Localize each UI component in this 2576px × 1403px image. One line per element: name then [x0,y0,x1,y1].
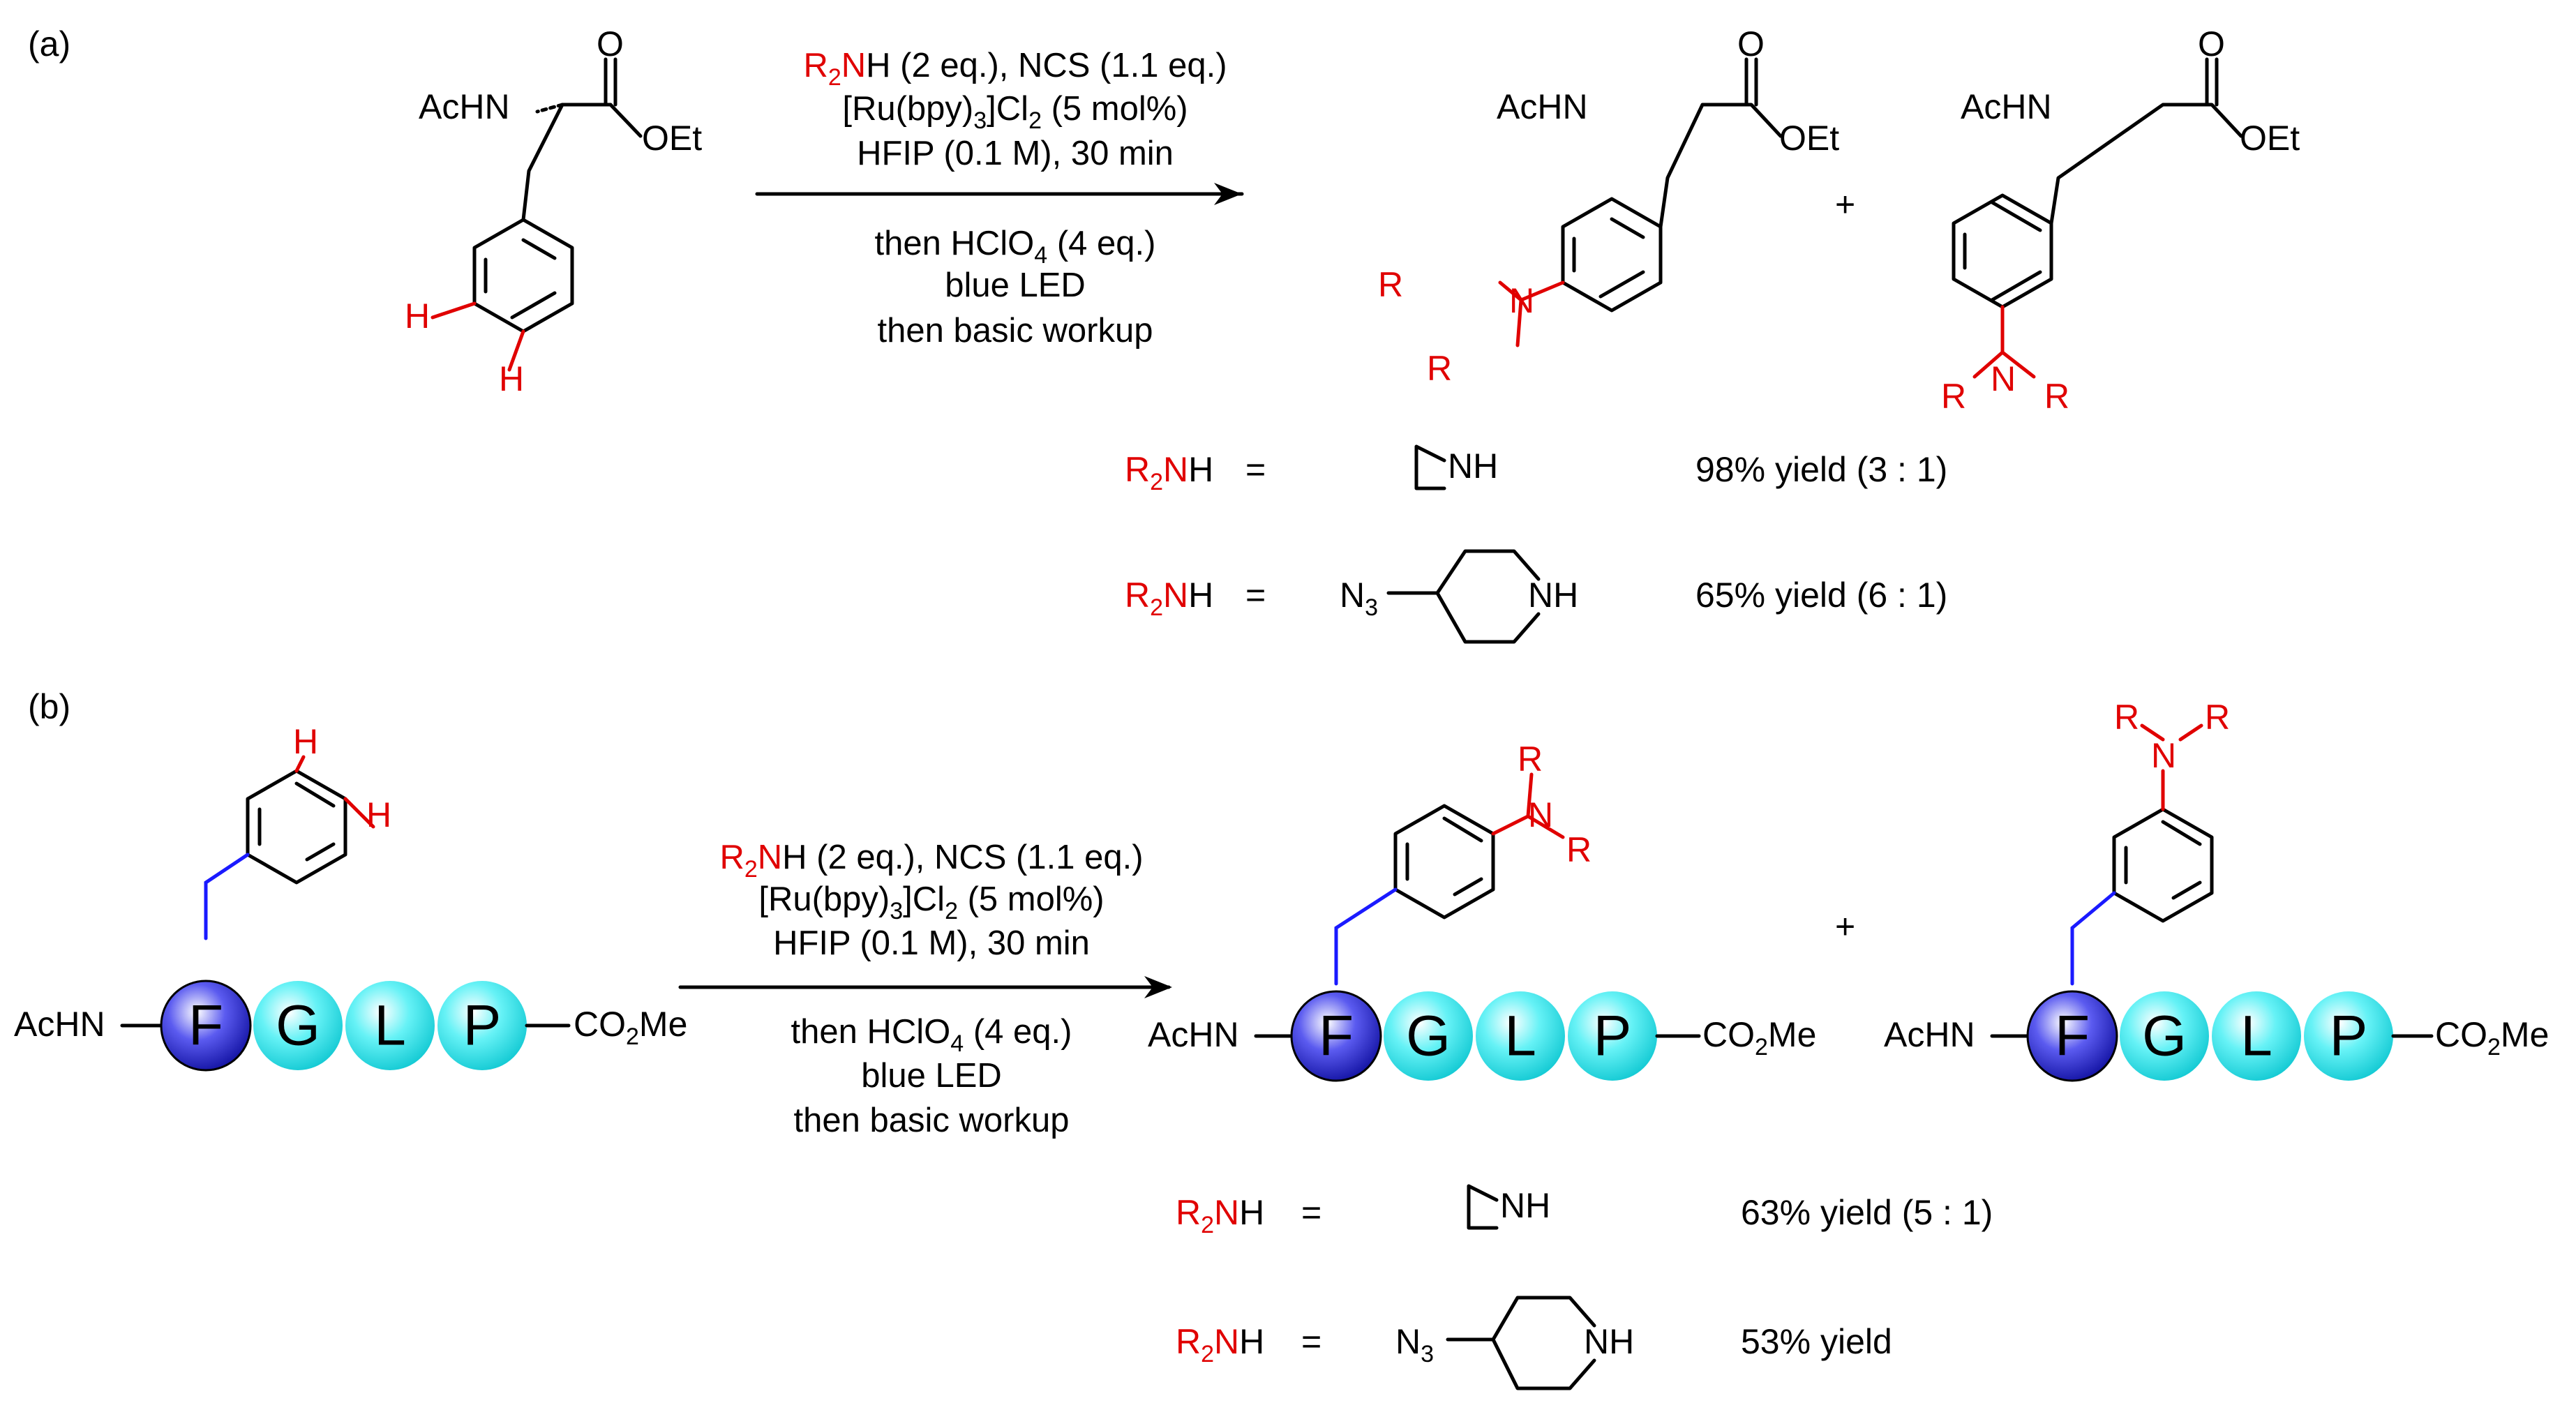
carbonyl-o-label: O [597,24,624,63]
substrate-a: AcHN O OEt H H [405,24,702,398]
svg-text:N: N [2151,736,2176,775]
svg-text:R: R [2044,377,2069,416]
amide-label: AcHN [419,87,510,126]
svg-text:HFIP (0.1 M), 30 min: HFIP (0.1 M), 30 min [857,135,1174,172]
svg-text:blue LED: blue LED [861,1057,1002,1095]
azetidine-ring [1414,444,1446,490]
residue-P-circle [437,981,527,1070]
svg-text:R: R [2205,698,2230,737]
svg-text:R: R [1566,830,1592,869]
svg-text:NH: NH [1500,1186,1550,1225]
svg-text:P: P [2330,1005,2368,1068]
amine-row-a1: R2NH = NH 98% yield (3 : 1) [1125,444,1947,495]
svg-text:53% yield: 53% yield [1741,1322,1892,1361]
svg-text:R: R [1378,265,1403,304]
svg-text:OEt: OEt [1779,119,1839,158]
substrate-peptide-b: H H AcHN F G L P CO2Me [14,722,687,1072]
svg-text:R: R [1427,349,1452,388]
svg-text:N: N [1509,281,1534,320]
svg-text:=: = [1301,1193,1321,1232]
svg-text:O: O [1737,24,1765,63]
svg-text:AcHN: AcHN [1148,1015,1239,1054]
svg-text:H: H [293,722,318,761]
svg-text:R2NH: R2NH [1176,1322,1264,1367]
svg-text:AcHN: AcHN [1961,87,2052,126]
svg-text:L: L [2240,1005,2272,1068]
svg-text:R2NH: R2NH [1176,1193,1264,1238]
residue-L-circle [345,981,435,1070]
svg-text:O: O [2198,24,2225,63]
svg-text:CO2Me: CO2Me [1702,1015,1816,1060]
svg-text:R2NH (2 eq.), NCS (1.1 eq.): R2NH (2 eq.), NCS (1.1 eq.) [803,47,1227,91]
svg-text:R2NH (2 eq.), NCS (1.1 eq.): R2NH (2 eq.), NCS (1.1 eq.) [719,839,1143,883]
svg-text:then basic workup: then basic workup [794,1102,1070,1139]
svg-text:G: G [276,994,320,1058]
svg-text:P: P [1594,1005,1632,1068]
amine-row-b1: R2NH = NH 63% yield (5 : 1) [1176,1184,1993,1238]
svg-text:CO2Me: CO2Me [574,1005,687,1050]
h-meta-label: H [499,359,524,398]
panel-b-label: (b) [28,687,70,726]
svg-text:L: L [374,994,406,1058]
svg-text:=: = [1301,1322,1321,1361]
product-meta-peptide-b: N R R AcHN F G L P CO2Me [1884,698,2549,1082]
ester-label: OEt [642,119,702,158]
svg-text:AcHN: AcHN [1884,1015,1975,1054]
svg-text:R2NH: R2NH [1125,576,1213,621]
svg-text:H: H [366,795,391,834]
product-para-peptide-b: N R R AcHN F G L P CO2Me [1148,740,1816,1082]
svg-text:R2NH: R2NH [1125,450,1213,495]
svg-text:AcHN: AcHN [14,1005,105,1044]
svg-text:then HClO4 (4 eq.): then HClO4 (4 eq.) [791,1013,1072,1057]
residue-F-circle [160,980,252,1072]
svg-text:=: = [1245,450,1266,489]
svg-text:[Ru(bpy)3]Cl2 (5 mol%): [Ru(bpy)3]Cl2 (5 mol%) [842,90,1188,134]
svg-text:63% yield (5 : 1): 63% yield (5 : 1) [1741,1193,1993,1232]
svg-text:NH: NH [1528,576,1578,615]
conditions-b: R2NH (2 eq.), NCS (1.1 eq.) [Ru(bpy)3]Cl… [678,839,1172,1139]
svg-text:NH: NH [1584,1322,1634,1361]
svg-text:NH: NH [1448,447,1498,486]
h-para-label: H [405,297,430,336]
svg-text:N: N [1991,359,2016,398]
svg-text:R: R [1518,740,1543,779]
svg-text:[Ru(bpy)3]Cl2 (5 mol%): [Ru(bpy)3]Cl2 (5 mol%) [758,880,1104,924]
svg-text:N3: N3 [1395,1322,1434,1367]
svg-text:98% yield (3 : 1): 98% yield (3 : 1) [1695,450,1947,489]
svg-text:L: L [1504,1005,1536,1068]
piperidine-ring [1386,549,1541,644]
svg-text:=: = [1245,576,1266,615]
svg-text:G: G [1406,1005,1451,1068]
svg-text:blue LED: blue LED [945,267,1086,304]
svg-text:N3: N3 [1340,576,1378,621]
plus-a: + [1835,185,1855,224]
svg-text:HFIP (0.1 M), 30 min: HFIP (0.1 M), 30 min [773,924,1090,962]
svg-text:F: F [188,994,223,1058]
residue-G-circle [253,981,343,1070]
svg-text:AcHN: AcHN [1497,87,1588,126]
svg-text:then basic workup: then basic workup [878,312,1153,350]
svg-text:P: P [463,994,502,1058]
svg-text:65% yield (6 : 1): 65% yield (6 : 1) [1695,576,1947,615]
svg-text:then HClO4 (4 eq.): then HClO4 (4 eq.) [875,225,1156,269]
amine-row-b2: R2NH = N3 NH 53% yield [1176,1296,1892,1390]
amine-row-a2: R2NH = N3 NH 65% yield (6 : 1) [1125,549,1947,644]
conditions-a: R2NH (2 eq.), NCS (1.1 eq.) [Ru(bpy)3]Cl… [755,47,1244,350]
plus-b: + [1835,907,1855,946]
svg-text:OEt: OEt [2240,119,2300,158]
panel-a-label: (a) [28,24,70,63]
product-meta-a: AcHN O OEt N R R [1941,24,2300,416]
svg-text:R: R [2114,698,2139,737]
svg-text:CO2Me: CO2Me [2435,1015,2549,1060]
svg-text:F: F [2055,1005,2090,1068]
svg-text:F: F [1319,1005,1354,1068]
svg-text:G: G [2142,1005,2187,1068]
svg-text:N: N [1528,795,1553,834]
svg-text:R: R [1941,377,1966,416]
product-para-a: AcHN O OEt N R R [1378,24,1839,388]
